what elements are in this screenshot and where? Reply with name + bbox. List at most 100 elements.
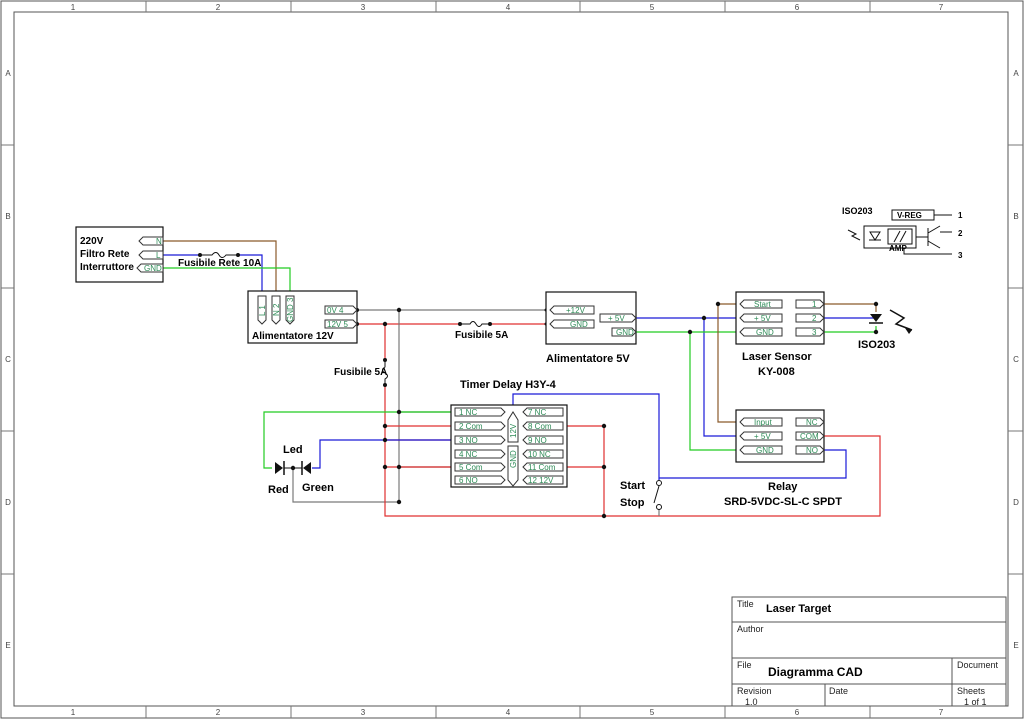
file-value: Diagramma CAD: [768, 665, 863, 679]
fuse-5a-horizontal: Fusibile 5A: [455, 321, 508, 341]
sheets-label: Sheets: [957, 686, 986, 696]
pin-label: +12V: [566, 306, 586, 315]
row-label: A: [1013, 69, 1019, 78]
file-label: File: [737, 660, 752, 670]
pin-label: 12V 5: [327, 320, 348, 329]
filter-label: 220V: [80, 236, 104, 247]
col-label: 4: [506, 708, 511, 717]
inner-frame: [13, 11, 1009, 707]
col-label: 7: [939, 708, 944, 717]
row-label: E: [5, 641, 10, 650]
iso-pin: 1: [958, 211, 963, 220]
col-label: 3: [361, 708, 366, 717]
row-label: C: [5, 355, 11, 364]
pin-label: NO: [806, 446, 818, 455]
pin-label: + 5V: [754, 314, 771, 323]
amp-label: AMP: [889, 244, 907, 253]
laser-sensor-label: Laser Sensor: [742, 351, 812, 363]
col-label: 1: [71, 3, 76, 12]
laser-sensor-model: KY-008: [758, 366, 795, 378]
pin-label: NC: [806, 418, 818, 427]
row-label: A: [5, 69, 11, 78]
iso203-diode: ISO203: [858, 309, 913, 351]
col-label: 2: [216, 3, 221, 12]
relay-label: Relay: [768, 481, 798, 493]
row-label: D: [1013, 498, 1019, 507]
relay-model: SRD-5VDC-SL-C SPDT: [724, 496, 842, 508]
timer-pin: 7 NC: [528, 408, 546, 417]
pin-label: 0V 4: [327, 306, 344, 315]
iso-symbol-title: ISO203: [842, 206, 873, 216]
pin-label: GND: [144, 264, 162, 273]
iso203-label: ISO203: [858, 339, 895, 351]
col-label: 7: [939, 3, 944, 12]
pin-label: GND: [616, 328, 634, 337]
timer-mid-pin: GND: [509, 450, 518, 468]
title-block: Title Laser Target Author File Diagramma…: [731, 596, 1007, 707]
col-label: 6: [795, 3, 800, 12]
pin-label: + 5V: [608, 314, 625, 323]
pin-label: GND 3: [286, 297, 295, 322]
pin-label: Input: [754, 418, 773, 427]
document-label: Document: [957, 660, 999, 670]
col-label: 5: [650, 708, 655, 717]
fuse-5a-label: Fusibile 5A: [455, 330, 508, 341]
fuse-5a-label: Fusibile 5A: [334, 367, 387, 378]
date-label: Date: [829, 686, 848, 696]
led-label: Led: [283, 444, 303, 456]
timer-pin: 3 NO: [459, 436, 478, 445]
timer-pin: 8 Com: [528, 422, 552, 431]
sheets-value: 1 of 1: [964, 697, 987, 707]
filter-block: 220V Filtro Rete Interruttore N L GND: [75, 226, 164, 283]
author-label: Author: [737, 624, 764, 634]
row-label: B: [5, 212, 10, 221]
psu-5v: +12V GND + 5V GND Alimentatore 5V: [545, 291, 637, 365]
col-label: 2: [216, 708, 221, 717]
col-label: 6: [795, 708, 800, 717]
pin-label: N 2: [272, 303, 281, 316]
switch-stop-label: Stop: [620, 497, 645, 509]
iso-pin: 3: [958, 251, 963, 260]
timer-mid-pin: 12V: [509, 423, 518, 438]
led-pair: Led Red Green: [268, 444, 334, 496]
fuse-5a-vertical: Fusibile 5A: [334, 358, 388, 387]
timer-pin: 2 Com: [459, 422, 483, 431]
fuse-main-label: Fusibile Rete 10A: [178, 258, 261, 269]
row-label: C: [1013, 355, 1019, 364]
switch-start-label: Start: [620, 480, 645, 492]
pin-label: Start: [754, 300, 772, 309]
relay-block: Input + 5V GND NC COM NO Relay SRD-5VDC-…: [724, 409, 842, 508]
fuse-main: Fusibile Rete 10A: [178, 252, 261, 269]
filter-label: Interruttore: [80, 262, 134, 273]
col-label: 5: [650, 3, 655, 12]
pin-label: L 1: [258, 305, 267, 316]
timer-pin: 5 Com: [459, 463, 483, 472]
timer-pin: 1 NC: [459, 408, 477, 417]
pin-label: GND: [570, 320, 588, 329]
laser-sensor: Start + 5V GND 1 2 3 Laser Sensor KY-008: [735, 291, 825, 378]
pin-label: + 5V: [754, 432, 771, 441]
pin-label: GND: [756, 328, 774, 337]
timer-label: Timer Delay H3Y-4: [460, 379, 557, 391]
start-stop-switch: Start Stop: [620, 480, 662, 510]
revision-label: Revision: [737, 686, 772, 696]
title-label: Title: [737, 599, 754, 609]
vreg-label: V-REG: [897, 211, 922, 220]
timer-pin: 12 12V: [528, 476, 554, 485]
psu-12v-label: Alimentatore 12V: [252, 331, 334, 342]
timer-pin: 4 NC: [459, 450, 477, 459]
row-label: D: [5, 498, 11, 507]
revision-value: 1.0: [745, 697, 758, 707]
pin-label: 1: [812, 300, 817, 309]
pin-label: 2: [812, 314, 817, 323]
timer-pin: 10 NC: [528, 450, 551, 459]
pin-label: COM: [800, 432, 819, 441]
title-value: Laser Target: [766, 603, 832, 615]
psu-5v-label: Alimentatore 5V: [546, 353, 630, 365]
row-label: E: [1013, 641, 1018, 650]
timer-h3y4: Timer Delay H3Y-4 1 NC 2 Com 3 NO 4 NC 5…: [450, 379, 568, 488]
row-label: B: [1013, 212, 1018, 221]
col-label: 1: [71, 708, 76, 717]
